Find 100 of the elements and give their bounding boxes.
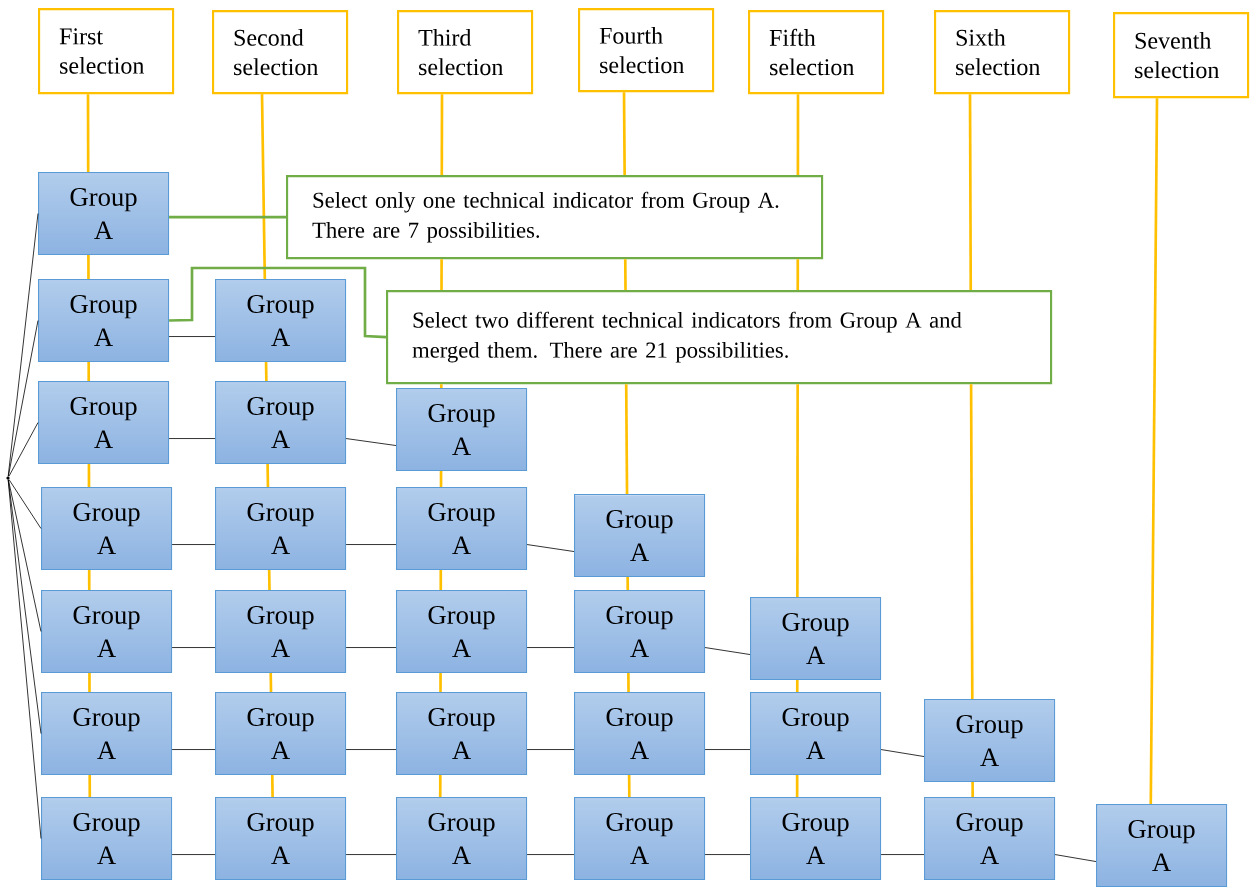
- guide-line: [86, 94, 90, 172]
- group-box: Group A: [41, 487, 173, 571]
- fan-line: [7, 479, 42, 839]
- connector-line: [526, 749, 575, 750]
- group-box: Group A: [215, 487, 347, 571]
- guide-line: [626, 577, 630, 591]
- header-box: First selection: [38, 8, 175, 95]
- header-box: Third selection: [397, 10, 534, 95]
- group-box: Group A: [396, 487, 528, 571]
- header-box: Second selection: [212, 10, 349, 95]
- group-box: Group A: [41, 590, 173, 674]
- connector-line: [345, 544, 397, 545]
- guide-line: [627, 775, 631, 797]
- guide-line: [439, 471, 443, 487]
- group-box: Group A: [750, 597, 882, 681]
- group-box: Group A: [1096, 804, 1228, 888]
- connector-line: [171, 544, 216, 545]
- guide-line: [440, 94, 444, 175]
- callout-box: Select two different technical indicators from Group A and merged them. There are 21 possibilities.: [386, 290, 1053, 385]
- group-box: Group A: [750, 797, 882, 881]
- connector-line: [704, 854, 751, 855]
- guide-line: [795, 680, 799, 692]
- group-box: Group A: [574, 692, 706, 776]
- guide-line: [87, 362, 91, 381]
- header-box: Fourth selection: [578, 8, 715, 93]
- connector-line: [526, 854, 575, 855]
- connector-line: [345, 749, 397, 750]
- guide-line: [439, 570, 443, 590]
- connector-line: [1054, 854, 1097, 862]
- guide-line: [439, 673, 442, 692]
- guide-line: [968, 94, 973, 290]
- connector-line: [345, 438, 397, 446]
- guide-line: [438, 775, 442, 797]
- guide-line: [266, 464, 270, 488]
- guide-line: [440, 259, 443, 290]
- connector-line: [168, 438, 216, 439]
- guide-line: [971, 782, 974, 797]
- header-box: Seventh selection: [1113, 12, 1250, 99]
- connector-line: [526, 647, 575, 648]
- connector-line: [171, 749, 216, 750]
- guide-line: [267, 570, 271, 591]
- callout-box: Select only one technical indicator from Group A. There are 7 possibilities.: [286, 175, 824, 260]
- guide-line: [88, 673, 91, 692]
- group-box: Group A: [41, 692, 173, 776]
- guide-line: [270, 775, 274, 798]
- group-box: Group A: [924, 797, 1056, 881]
- guide-line: [622, 92, 626, 176]
- guide-line: [88, 775, 92, 797]
- header-box: Sixth selection: [934, 10, 1071, 95]
- group-box: Group A: [396, 692, 528, 776]
- group-box: Group A: [396, 590, 528, 674]
- guide-line: [87, 570, 91, 590]
- connector-line: [704, 749, 751, 750]
- guide-line: [439, 384, 443, 388]
- connector-line: [345, 854, 397, 855]
- guide-line: [623, 259, 627, 290]
- group-box: Group A: [215, 692, 347, 776]
- group-box: Group A: [574, 494, 706, 578]
- connector-line: [704, 647, 751, 655]
- group-box: Group A: [574, 797, 706, 881]
- group-box: Group A: [396, 388, 528, 472]
- guide-line: [795, 775, 799, 797]
- guide-line: [87, 464, 91, 487]
- fan-line: [7, 320, 39, 477]
- group-box: Group A: [38, 279, 170, 363]
- guide-line: [796, 384, 799, 597]
- guide-line: [796, 259, 800, 290]
- group-box: Group A: [41, 797, 173, 881]
- fan-line: [8, 422, 39, 477]
- connector-line: [880, 854, 925, 855]
- connector-line: [880, 749, 925, 757]
- fan-line: [8, 479, 42, 529]
- group-box: Group A: [38, 381, 170, 465]
- guide-line: [260, 94, 267, 280]
- guide-line: [624, 384, 629, 494]
- guide-line: [627, 673, 630, 692]
- guide-line: [264, 362, 268, 382]
- connector-line: [171, 647, 216, 648]
- fan-line: [8, 479, 42, 632]
- connector-line: [345, 647, 397, 648]
- group-box: Group A: [38, 172, 170, 256]
- group-box: Group A: [215, 381, 347, 465]
- guide-line: [269, 673, 273, 693]
- group-box: Group A: [215, 590, 347, 674]
- group-box: Group A: [215, 279, 347, 363]
- header-box: Fifth selection: [748, 10, 885, 95]
- group-box: Group A: [750, 692, 882, 776]
- connector-line: [171, 854, 216, 855]
- guide-line: [1149, 98, 1159, 805]
- leader-line: [169, 266, 387, 339]
- guide-line: [87, 255, 90, 279]
- connector-line: [168, 336, 216, 337]
- group-box: Group A: [924, 699, 1056, 783]
- group-box: Group A: [574, 590, 706, 674]
- connector-line: [526, 544, 575, 552]
- leader-line: [169, 215, 286, 219]
- group-box: Group A: [215, 797, 347, 881]
- guide-line: [796, 94, 800, 175]
- guide-line: [969, 384, 974, 699]
- group-box: Group A: [396, 797, 528, 881]
